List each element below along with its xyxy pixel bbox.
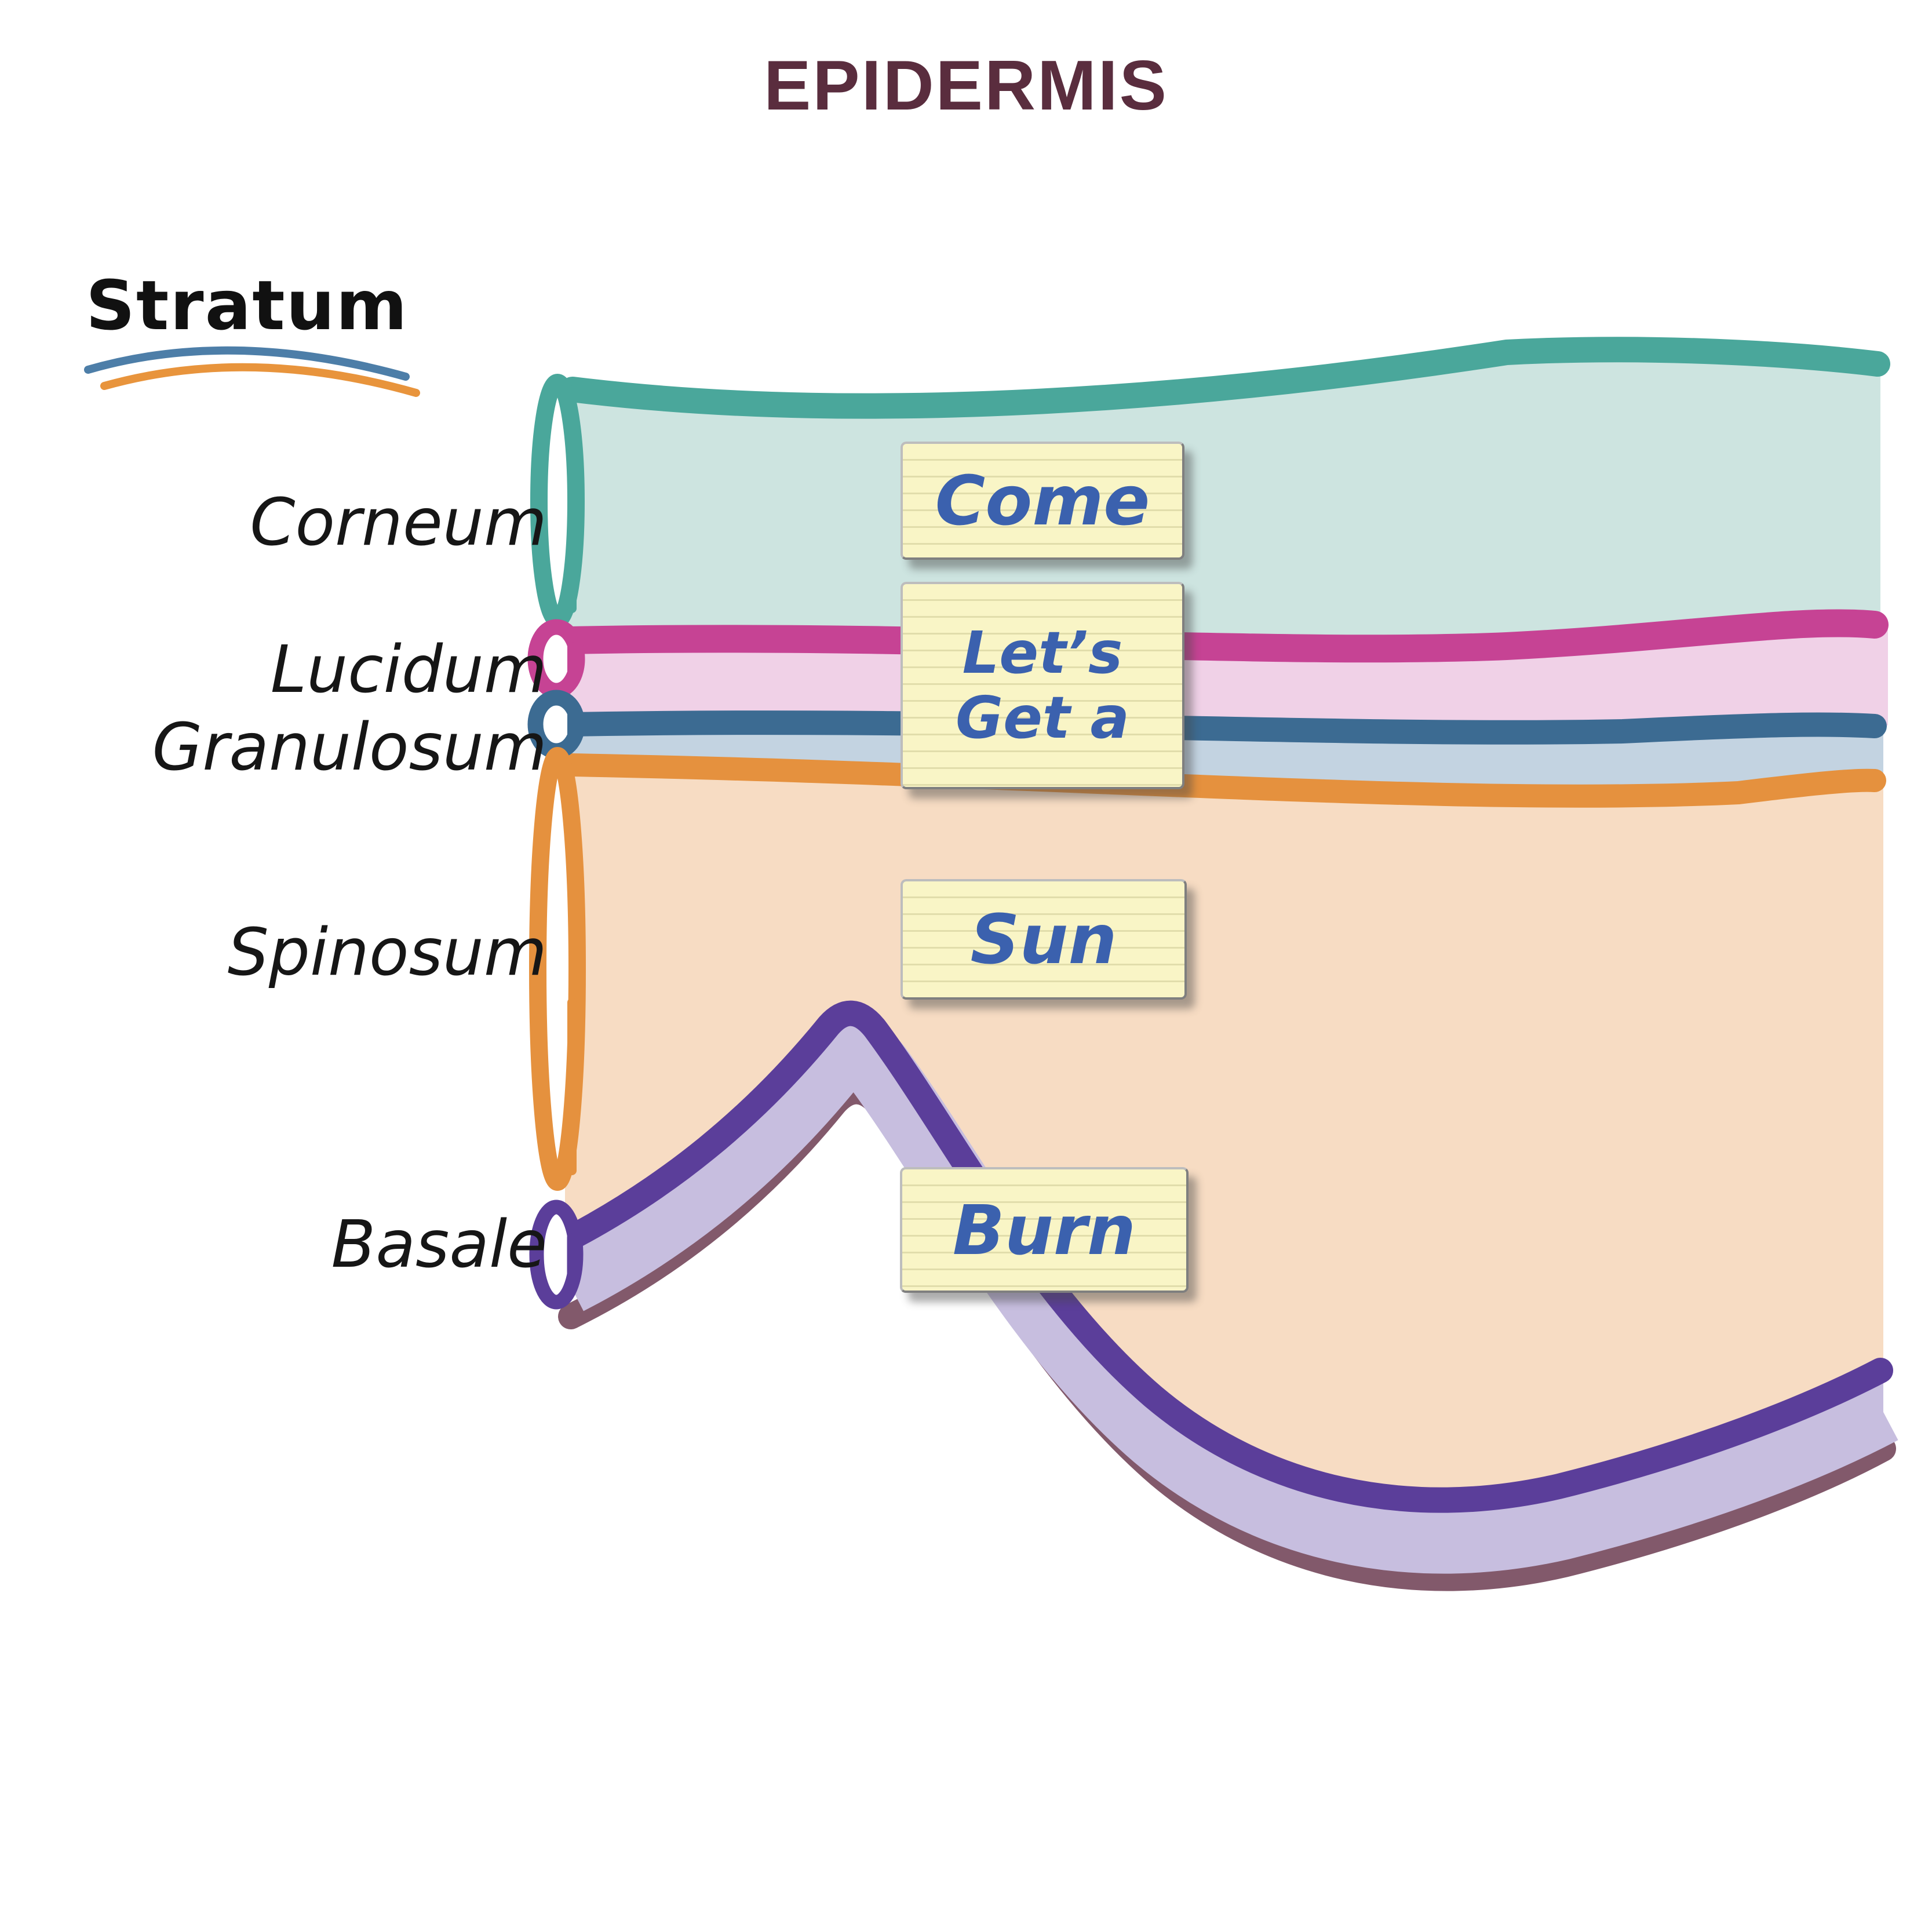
corneum-top-border xyxy=(560,337,1890,419)
note-come-text: Come xyxy=(935,461,1150,541)
spinosum-layer xyxy=(559,753,1886,1500)
page-title: EPIDERMIS xyxy=(763,46,1169,125)
corneum-fill xyxy=(565,352,1880,649)
layer-label-granulosum: Granulosum xyxy=(152,710,547,785)
lucidum-top-border xyxy=(557,609,1889,663)
granulosum-top-border xyxy=(559,710,1887,745)
mnemonic-note-lets-get-a: Let’s Get a xyxy=(901,582,1184,789)
underline-blue-swoosh xyxy=(84,346,410,381)
basale-lavender-band xyxy=(552,1018,1898,1574)
mnemonic-note-burn: Burn xyxy=(900,1167,1189,1293)
granulosum-layer xyxy=(559,710,1887,796)
lucidum-layer xyxy=(557,609,1889,732)
spinosum-fill xyxy=(565,765,1883,1500)
note-lets-line2: Get a xyxy=(956,684,1129,752)
layer-label-spinosum: Spinosum xyxy=(227,915,547,990)
note-lets-line1: Let’s xyxy=(962,619,1123,687)
spinosum-top-border xyxy=(559,753,1886,808)
layer-end-caps xyxy=(527,374,586,1310)
corneum-layer xyxy=(560,337,1890,649)
mnemonic-note-sun: Sun xyxy=(901,879,1187,1000)
legend-heading: Stratum xyxy=(86,265,409,345)
layer-label-basale: Basale xyxy=(331,1207,547,1282)
note-sun-text: Sun xyxy=(970,899,1117,979)
basale-endcap xyxy=(529,1200,584,1310)
legend-underline xyxy=(84,346,420,397)
underline-orange-swoosh xyxy=(100,363,420,397)
mnemonic-note-come: Come xyxy=(901,442,1184,560)
basale-band xyxy=(552,1000,1898,1591)
note-burn-text: Burn xyxy=(952,1190,1136,1270)
layer-label-lucidum: Lucidum xyxy=(270,632,547,708)
layer-label-corneum: Corneum xyxy=(250,485,547,560)
basale-top-border xyxy=(554,1000,1893,1513)
